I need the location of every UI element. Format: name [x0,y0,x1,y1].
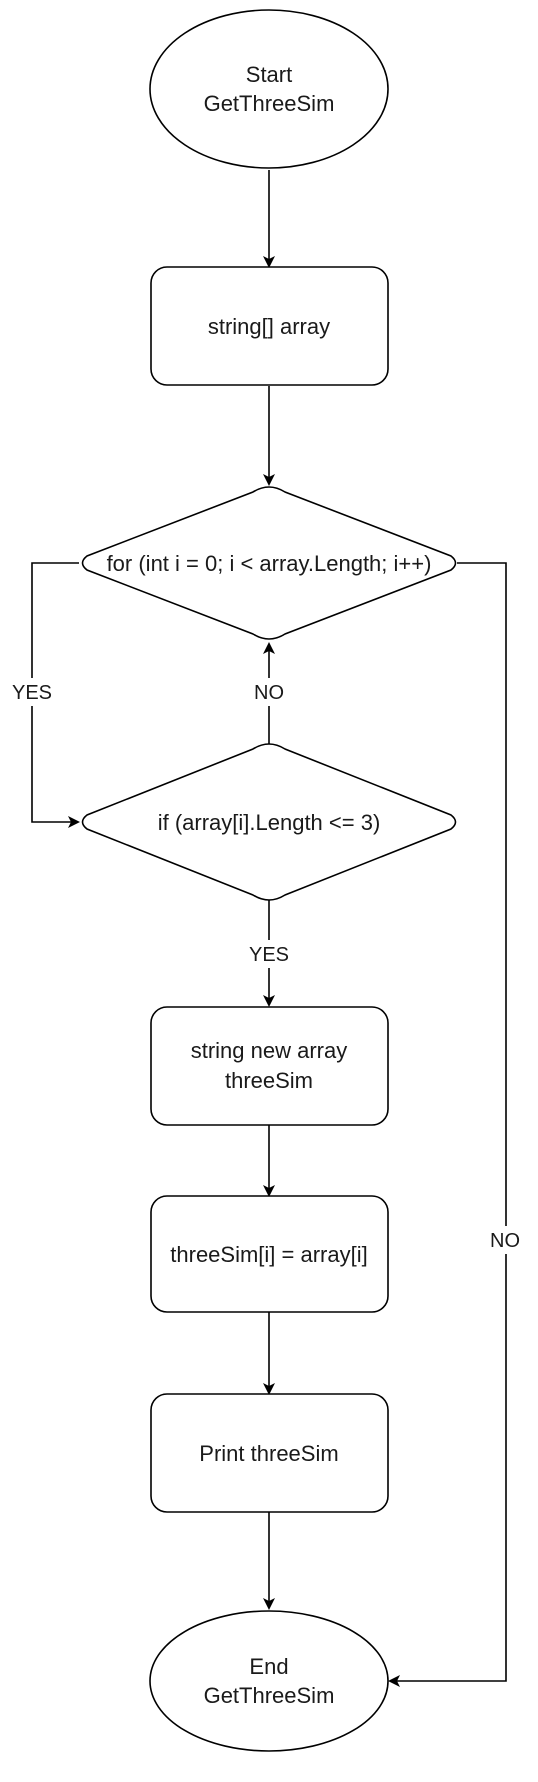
edge-label-loop-no: NO [484,1226,528,1254]
start-node: Start GetThreeSim [149,9,389,169]
if-length-label: if (array[i].Length <= 3) [158,810,381,835]
edge-label-loop-yes: YES [8,678,56,706]
edge-label-loop-yes-text: YES [12,682,52,704]
new-array-line2: threeSim [225,1068,313,1093]
if-length-decision: if (array[i].Length <= 3) [81,743,457,901]
end-node-line1: End [249,1654,288,1679]
start-node-line2: GetThreeSim [204,91,335,116]
print-label: Print threeSim [199,1441,338,1466]
for-loop-label: for (int i = 0; i < array.Length; i++) [107,551,432,576]
edge-label-if-no-text: NO [254,682,284,704]
print-node: Print threeSim [150,1393,389,1513]
for-loop-decision: for (int i = 0; i < array.Length; i++) [81,486,457,640]
start-node-line1: Start [246,62,292,87]
new-array-line1: string new array [191,1038,348,1063]
edge-label-if-no: NO [248,678,292,706]
assign-node: threeSim[i] = array[i] [150,1195,389,1313]
assign-label: threeSim[i] = array[i] [170,1242,367,1267]
end-node-line2: GetThreeSim [204,1683,335,1708]
end-node: End GetThreeSim [149,1610,389,1752]
edge-label-if-yes-text: YES [249,944,289,966]
edge-label-loop-no-text: NO [490,1230,520,1252]
edge-label-if-yes: YES [243,940,295,968]
edge-for-no-to-end [388,562,507,1687]
new-array-node: string new array threeSim [150,1006,389,1126]
array-declaration-label: string[] array [208,314,330,339]
array-declaration-node: string[] array [150,266,389,386]
